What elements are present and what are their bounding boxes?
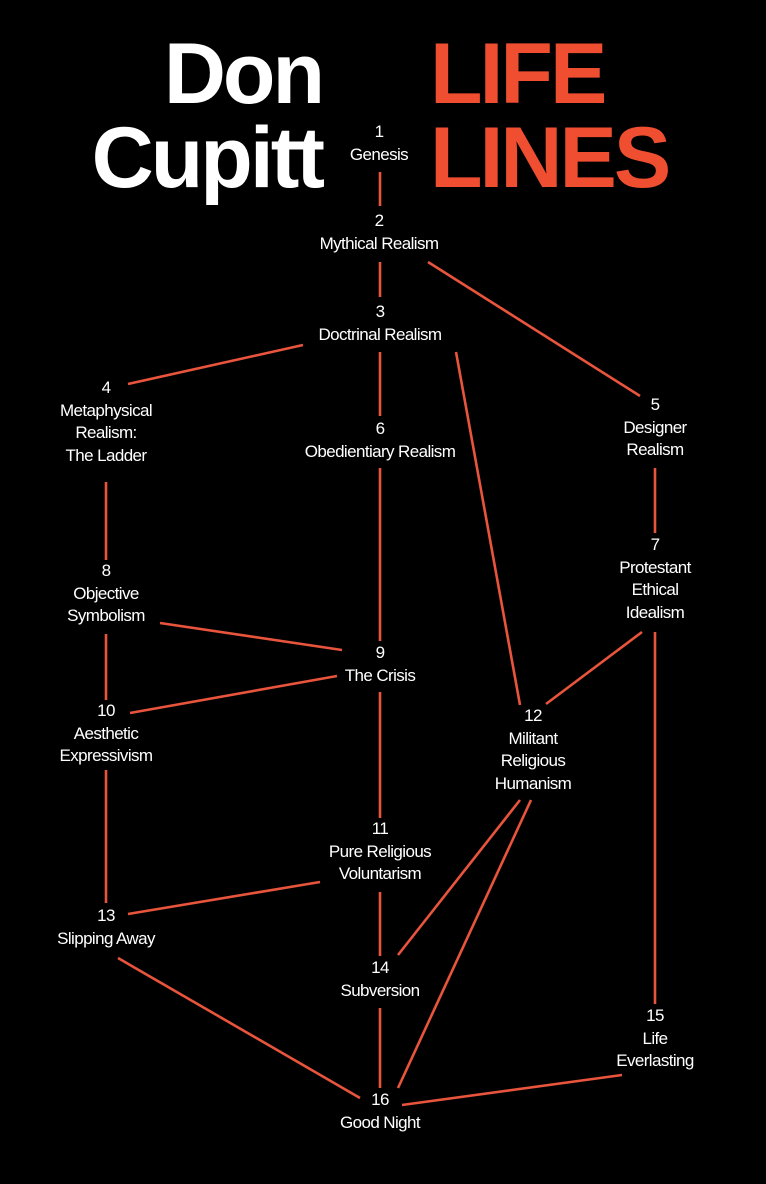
node-label-line: The Crisis (344, 665, 416, 685)
node-label-line: Pure Religious (328, 841, 432, 861)
node-label-line: Objective (73, 583, 139, 603)
node-label-line: Realism (626, 440, 684, 459)
node-label-line: Everlasting (616, 1051, 694, 1070)
node-label-line: Protestant (619, 557, 691, 577)
author-name: Don Cupitt (91, 26, 325, 206)
node-label-line: Metaphysical (59, 400, 153, 420)
edge-3-12 (454, 351, 522, 706)
node-label-line: Mythical Realism (319, 233, 439, 253)
node-label-line: Aesthetic (73, 723, 139, 743)
node-label-line: Militant (508, 728, 558, 748)
author-last-name: Cupitt (91, 110, 325, 206)
node-label-line: Slipping Away (57, 928, 155, 948)
node-label-line: Religious (500, 751, 566, 770)
book-title: LIFE LINES (430, 26, 671, 206)
book-title-line1: LIFE (430, 26, 607, 122)
node-number: 12 (524, 706, 542, 725)
node-label-line: The Ladder (65, 445, 148, 465)
node-number: 10 (97, 701, 115, 720)
node-label-line: Obedientiary Realism (304, 441, 456, 461)
edge-12-14 (396, 799, 522, 956)
node-label-line: Realism: (75, 423, 137, 442)
edge-12-16 (396, 799, 533, 1089)
node-number: 5 (650, 395, 660, 414)
node-label-line: Genesis (349, 144, 409, 164)
node-number: 3 (375, 302, 385, 321)
node-number: 13 (97, 906, 115, 925)
node-label-line: Ethical (631, 580, 679, 599)
node-number: 8 (101, 561, 111, 580)
node-label-line: Subversion (340, 980, 420, 1000)
node-label-line: Idealism (625, 602, 685, 622)
node-number: 9 (375, 643, 385, 662)
node-label-line: Doctrinal Realism (318, 324, 442, 344)
edge-13-16 (117, 956, 361, 1100)
edge-8-9 (159, 621, 343, 652)
node-label-line: Voluntarism (338, 864, 422, 883)
node-number: 1 (374, 122, 384, 141)
node-number: 6 (375, 419, 385, 438)
edge-11-13 (127, 880, 321, 916)
node-label-line: Expressivism (59, 746, 154, 765)
node-label-line: Humanism (494, 773, 572, 793)
edge-15-16 (401, 1073, 623, 1107)
node-label-line: Symbolism (67, 606, 145, 625)
node-label-line: Life (642, 1028, 668, 1048)
node-number: 15 (646, 1006, 664, 1025)
node-number: 2 (374, 211, 384, 230)
edge-9-10 (129, 674, 338, 715)
node-label-line: Designer (623, 417, 687, 437)
node-number: 7 (650, 535, 660, 554)
node-number: 4 (101, 378, 111, 397)
author-first-name: Don (163, 26, 325, 122)
node-number: 16 (371, 1090, 389, 1109)
edge-3-4 (127, 343, 304, 386)
book-title-line2: LINES (430, 110, 671, 206)
edge-7-12 (545, 630, 643, 706)
node-number: 14 (371, 958, 389, 977)
edge-2-5 (427, 260, 641, 398)
node-label-line: Good Night (340, 1112, 421, 1132)
node-number: 11 (371, 819, 389, 838)
